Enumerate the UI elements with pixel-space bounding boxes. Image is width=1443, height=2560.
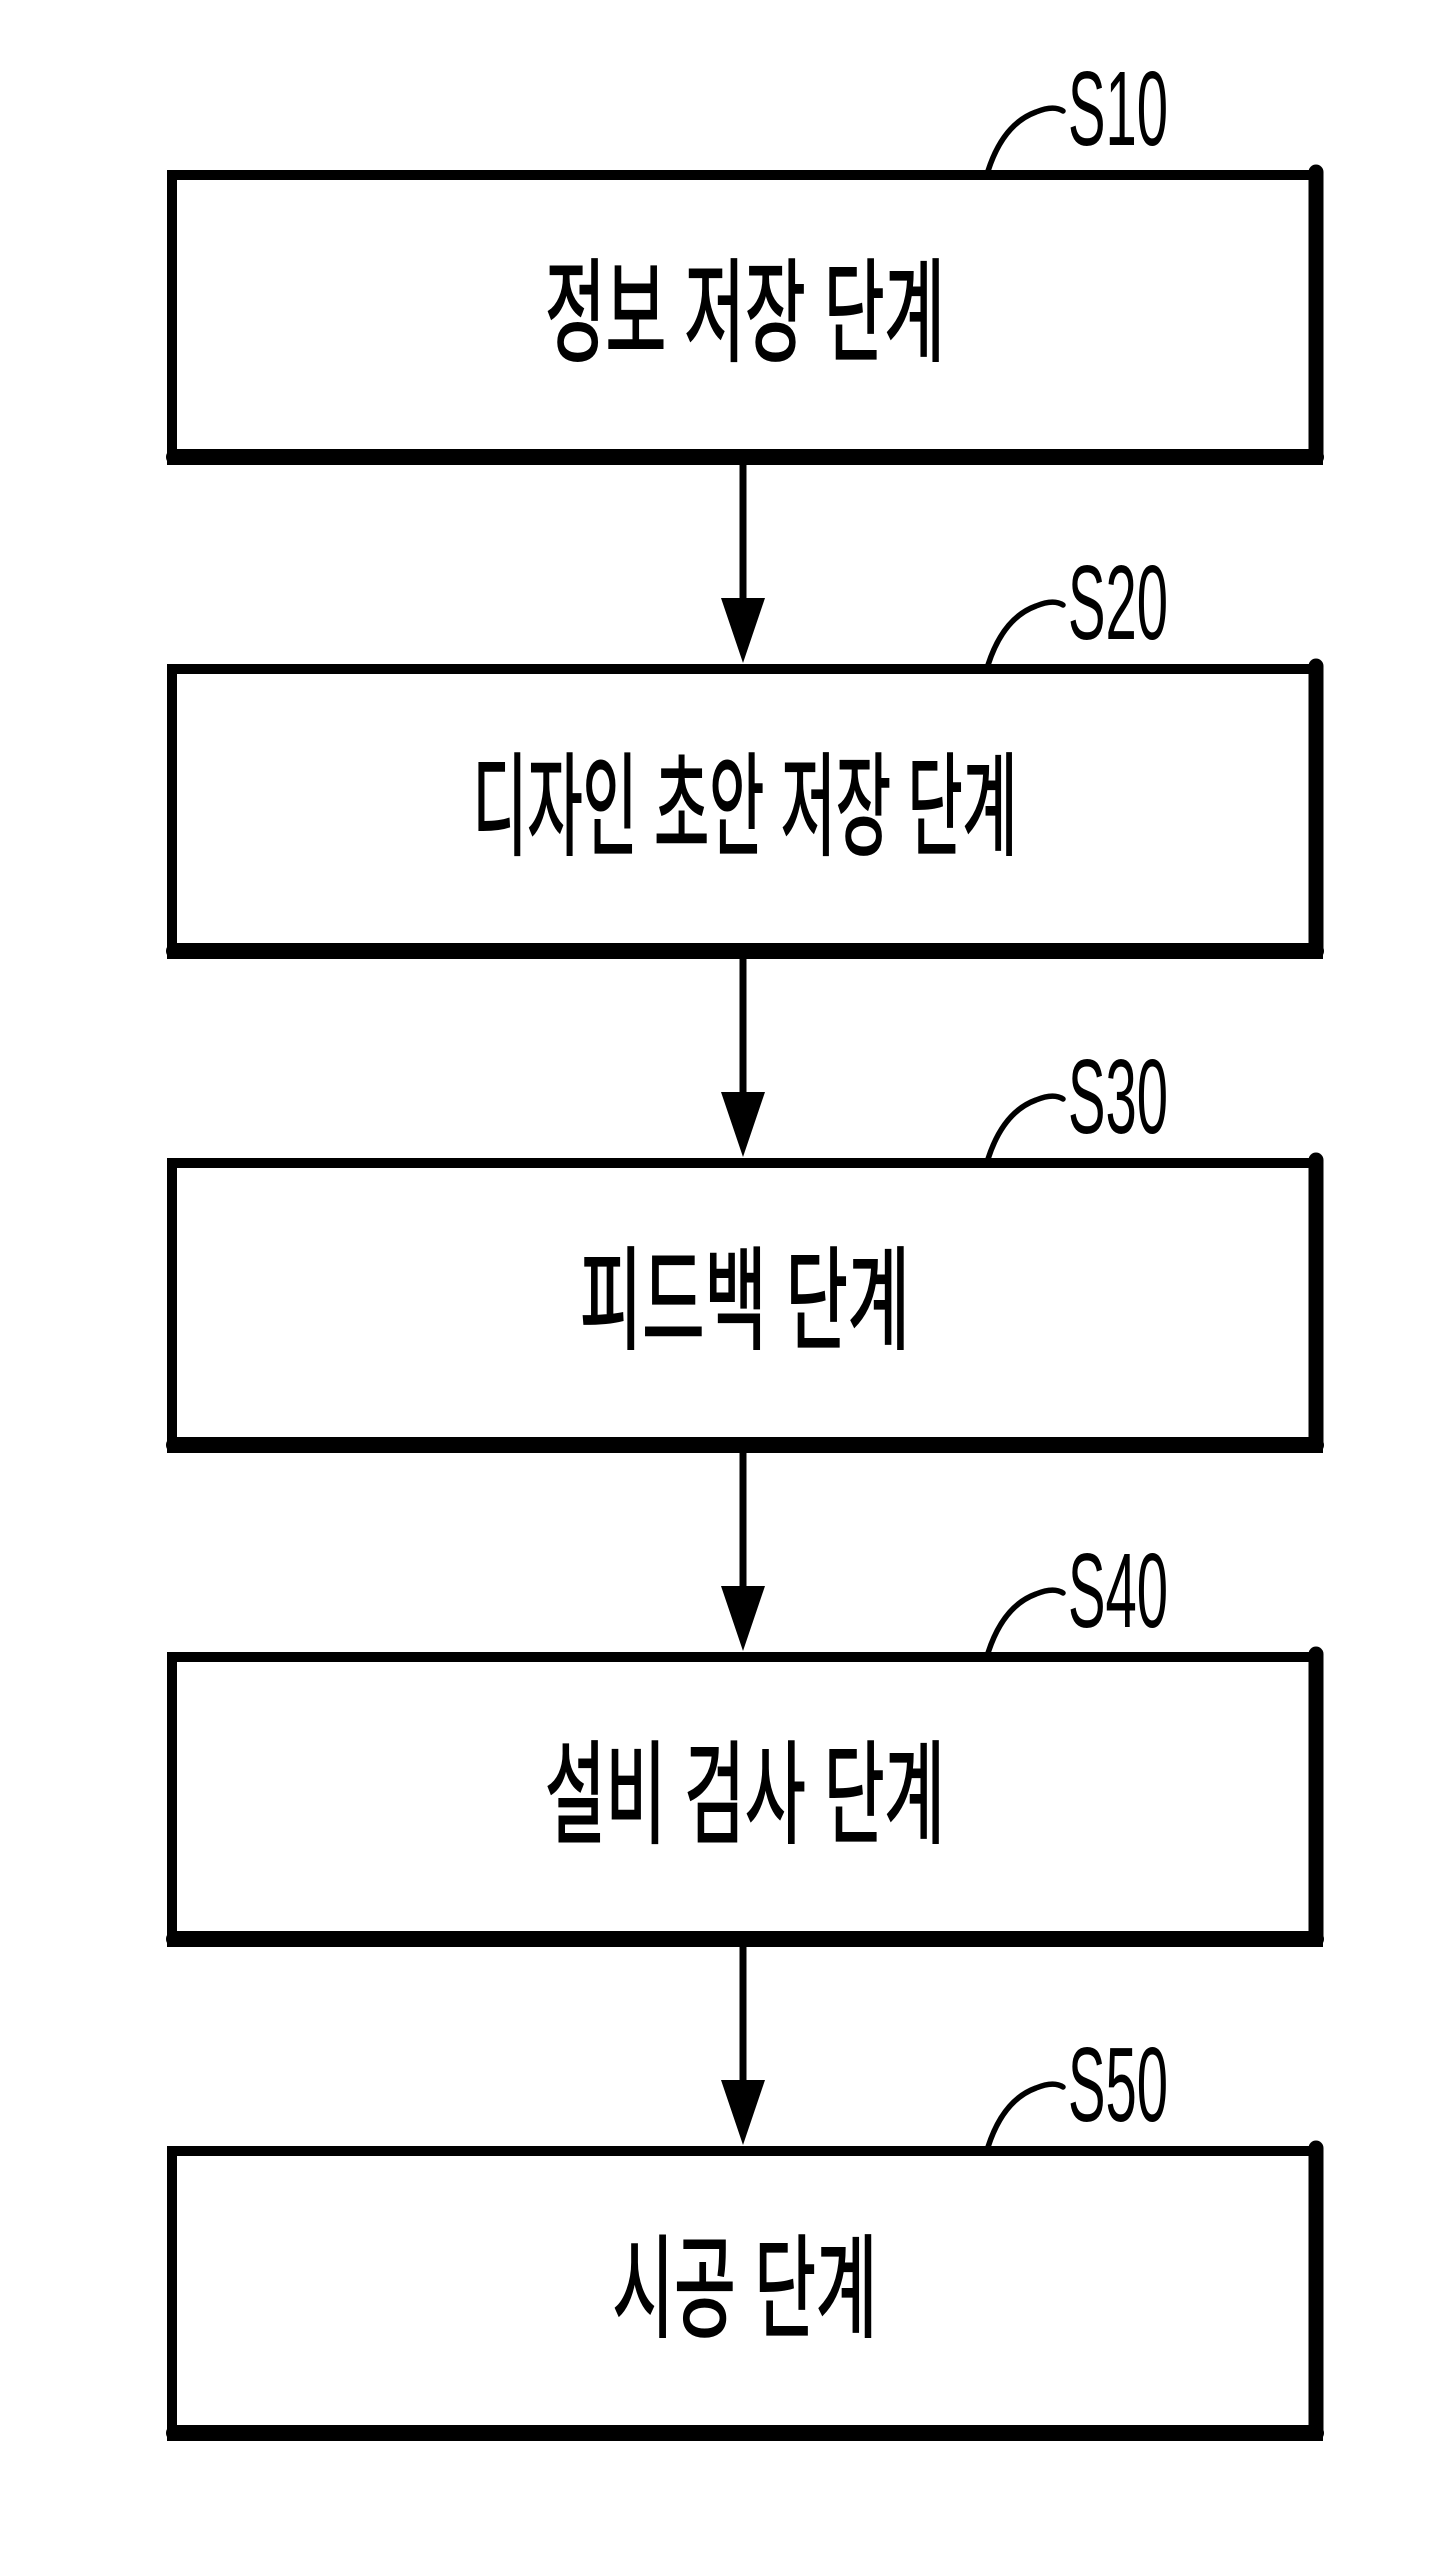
- arrow-head-icon: [721, 2080, 765, 2145]
- step-box-s30: [167, 1158, 1323, 1453]
- leader-line-s20: [985, 599, 1066, 668]
- ref-label-s30: S30: [1068, 1038, 1168, 1156]
- step-label-s30: 피드백 단계: [580, 1239, 910, 1364]
- flow-arrow-1: [721, 465, 765, 663]
- step-s20: S20 디자인 초안 저장 단계: [166, 544, 1324, 959]
- step-label-s20: 디자인 초안 저장 단계: [473, 745, 1018, 870]
- step-s30: S30 피드백 단계: [166, 1038, 1324, 1453]
- step-label-s40: 설비 검사 단계: [545, 1733, 945, 1858]
- step-s10: S10 정보 저장 단계: [166, 50, 1324, 465]
- arrow-head-icon: [721, 1092, 765, 1157]
- leader-line-s30: [985, 1093, 1066, 1162]
- step-box-s10: [167, 170, 1323, 465]
- leader-line-s10: [985, 105, 1066, 174]
- step-box-s20: [167, 664, 1323, 959]
- step-label-s50: 시공 단계: [613, 2227, 878, 2352]
- flow-arrow-2: [721, 959, 765, 1157]
- step-box-s50: [167, 2146, 1323, 2441]
- leader-line-s50: [985, 2081, 1066, 2150]
- leader-line-s40: [985, 1587, 1066, 1656]
- arrow-head-icon: [721, 598, 765, 663]
- arrow-head-icon: [721, 1586, 765, 1651]
- flow-arrow-4: [721, 1947, 765, 2145]
- ref-label-s10: S10: [1068, 50, 1168, 168]
- ref-label-s50: S50: [1068, 2026, 1168, 2144]
- ref-label-s20: S20: [1068, 544, 1168, 662]
- step-label-s10: 정보 저장 단계: [545, 251, 945, 376]
- step-s40: S40 설비 검사 단계: [166, 1532, 1324, 1947]
- ref-label-s40: S40: [1068, 1532, 1168, 1650]
- step-s50: S50 시공 단계: [166, 2026, 1324, 2441]
- flow-arrow-3: [721, 1453, 765, 1651]
